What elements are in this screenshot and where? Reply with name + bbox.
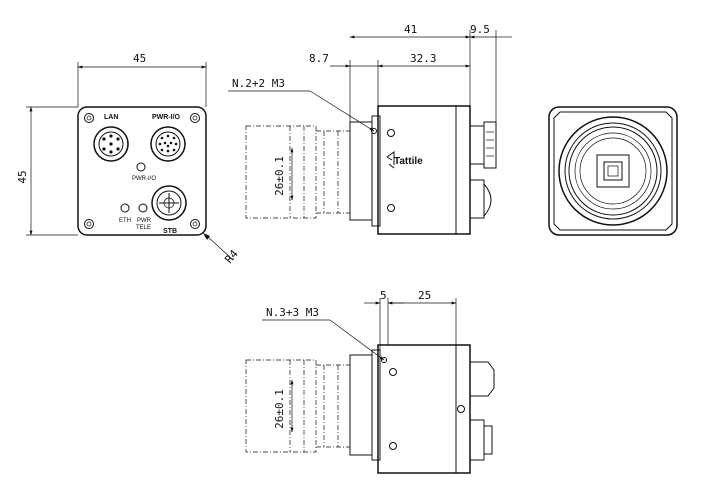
lens-outline (245, 125, 317, 219)
eth-led-icon (120, 203, 130, 213)
rear-connector-icon (470, 361, 495, 397)
lan-connector-icon (93, 126, 129, 162)
front-height-dim: 45 (16, 170, 29, 183)
lens-outline-bottom (245, 359, 317, 453)
side-lens-dim: 26±0.1 (273, 156, 286, 196)
top-body-dim: 25 (418, 289, 431, 302)
pwr-io-led-icon (136, 162, 146, 172)
pwr-io-label: PWR-I/O (152, 114, 181, 121)
rear-view (548, 106, 678, 236)
mount-hole-icon (389, 442, 397, 450)
tattile-logo-icon (386, 151, 395, 169)
mount-hole-icon (387, 204, 395, 212)
pwr-led-icon (138, 203, 148, 213)
tele-label: TELE (136, 225, 151, 231)
camera-body (377, 105, 471, 235)
camera-body-bottom (377, 344, 471, 474)
stb-connector-icon (151, 185, 187, 221)
corner-screws (84, 113, 200, 229)
side-front-dim: 8.7 (309, 52, 329, 65)
mount-ring-bottom (349, 354, 373, 456)
side-view: 26±0.1 Tattile 41 9.5 (228, 23, 512, 235)
rear-connector-icon (469, 179, 485, 219)
radius-leader (205, 234, 234, 261)
top-holes-note: N.3+3 M3 (266, 306, 319, 319)
top-front-dim: 5 (380, 289, 387, 302)
side-holes-note: N.2+2 M3 (232, 77, 285, 90)
mount-hole-icon (457, 405, 465, 413)
pwr-label: PWR (137, 218, 152, 224)
front-view: LAN PWR-I/O PWR-I/O STB ETH PWR TELE (16, 52, 241, 266)
sensor-mount-ring (558, 116, 668, 226)
front-panel-outline (77, 106, 207, 236)
pwr-io-connector-icon (150, 126, 186, 162)
brand-name: Tattile (394, 156, 423, 167)
mount-hole-icon (389, 368, 397, 376)
rear-connector-icon (469, 419, 485, 461)
rear-body-outline (548, 106, 678, 236)
top-view: 26±0.1 5 25 N.3+3 M3 (245, 289, 495, 474)
side-body-dim: 32.3 (410, 52, 437, 65)
pwr-io-led-label: PWR-I/O (132, 176, 156, 182)
mount-hole-icon (387, 129, 395, 137)
lan-label: LAN (104, 114, 118, 121)
top-lens-dim: 26±0.1 (273, 389, 286, 429)
side-overall-dim: 41 (404, 23, 417, 36)
mount-ring (349, 121, 373, 221)
stb-label: STB (163, 228, 177, 235)
image-sensor-icon (596, 154, 630, 188)
eth-label: ETH (119, 218, 131, 224)
front-width-dim: 45 (133, 52, 146, 65)
radius-dim: R4 (222, 247, 241, 266)
side-connector-dim: 9.5 (470, 23, 490, 36)
rear-connector-icon (469, 125, 485, 165)
